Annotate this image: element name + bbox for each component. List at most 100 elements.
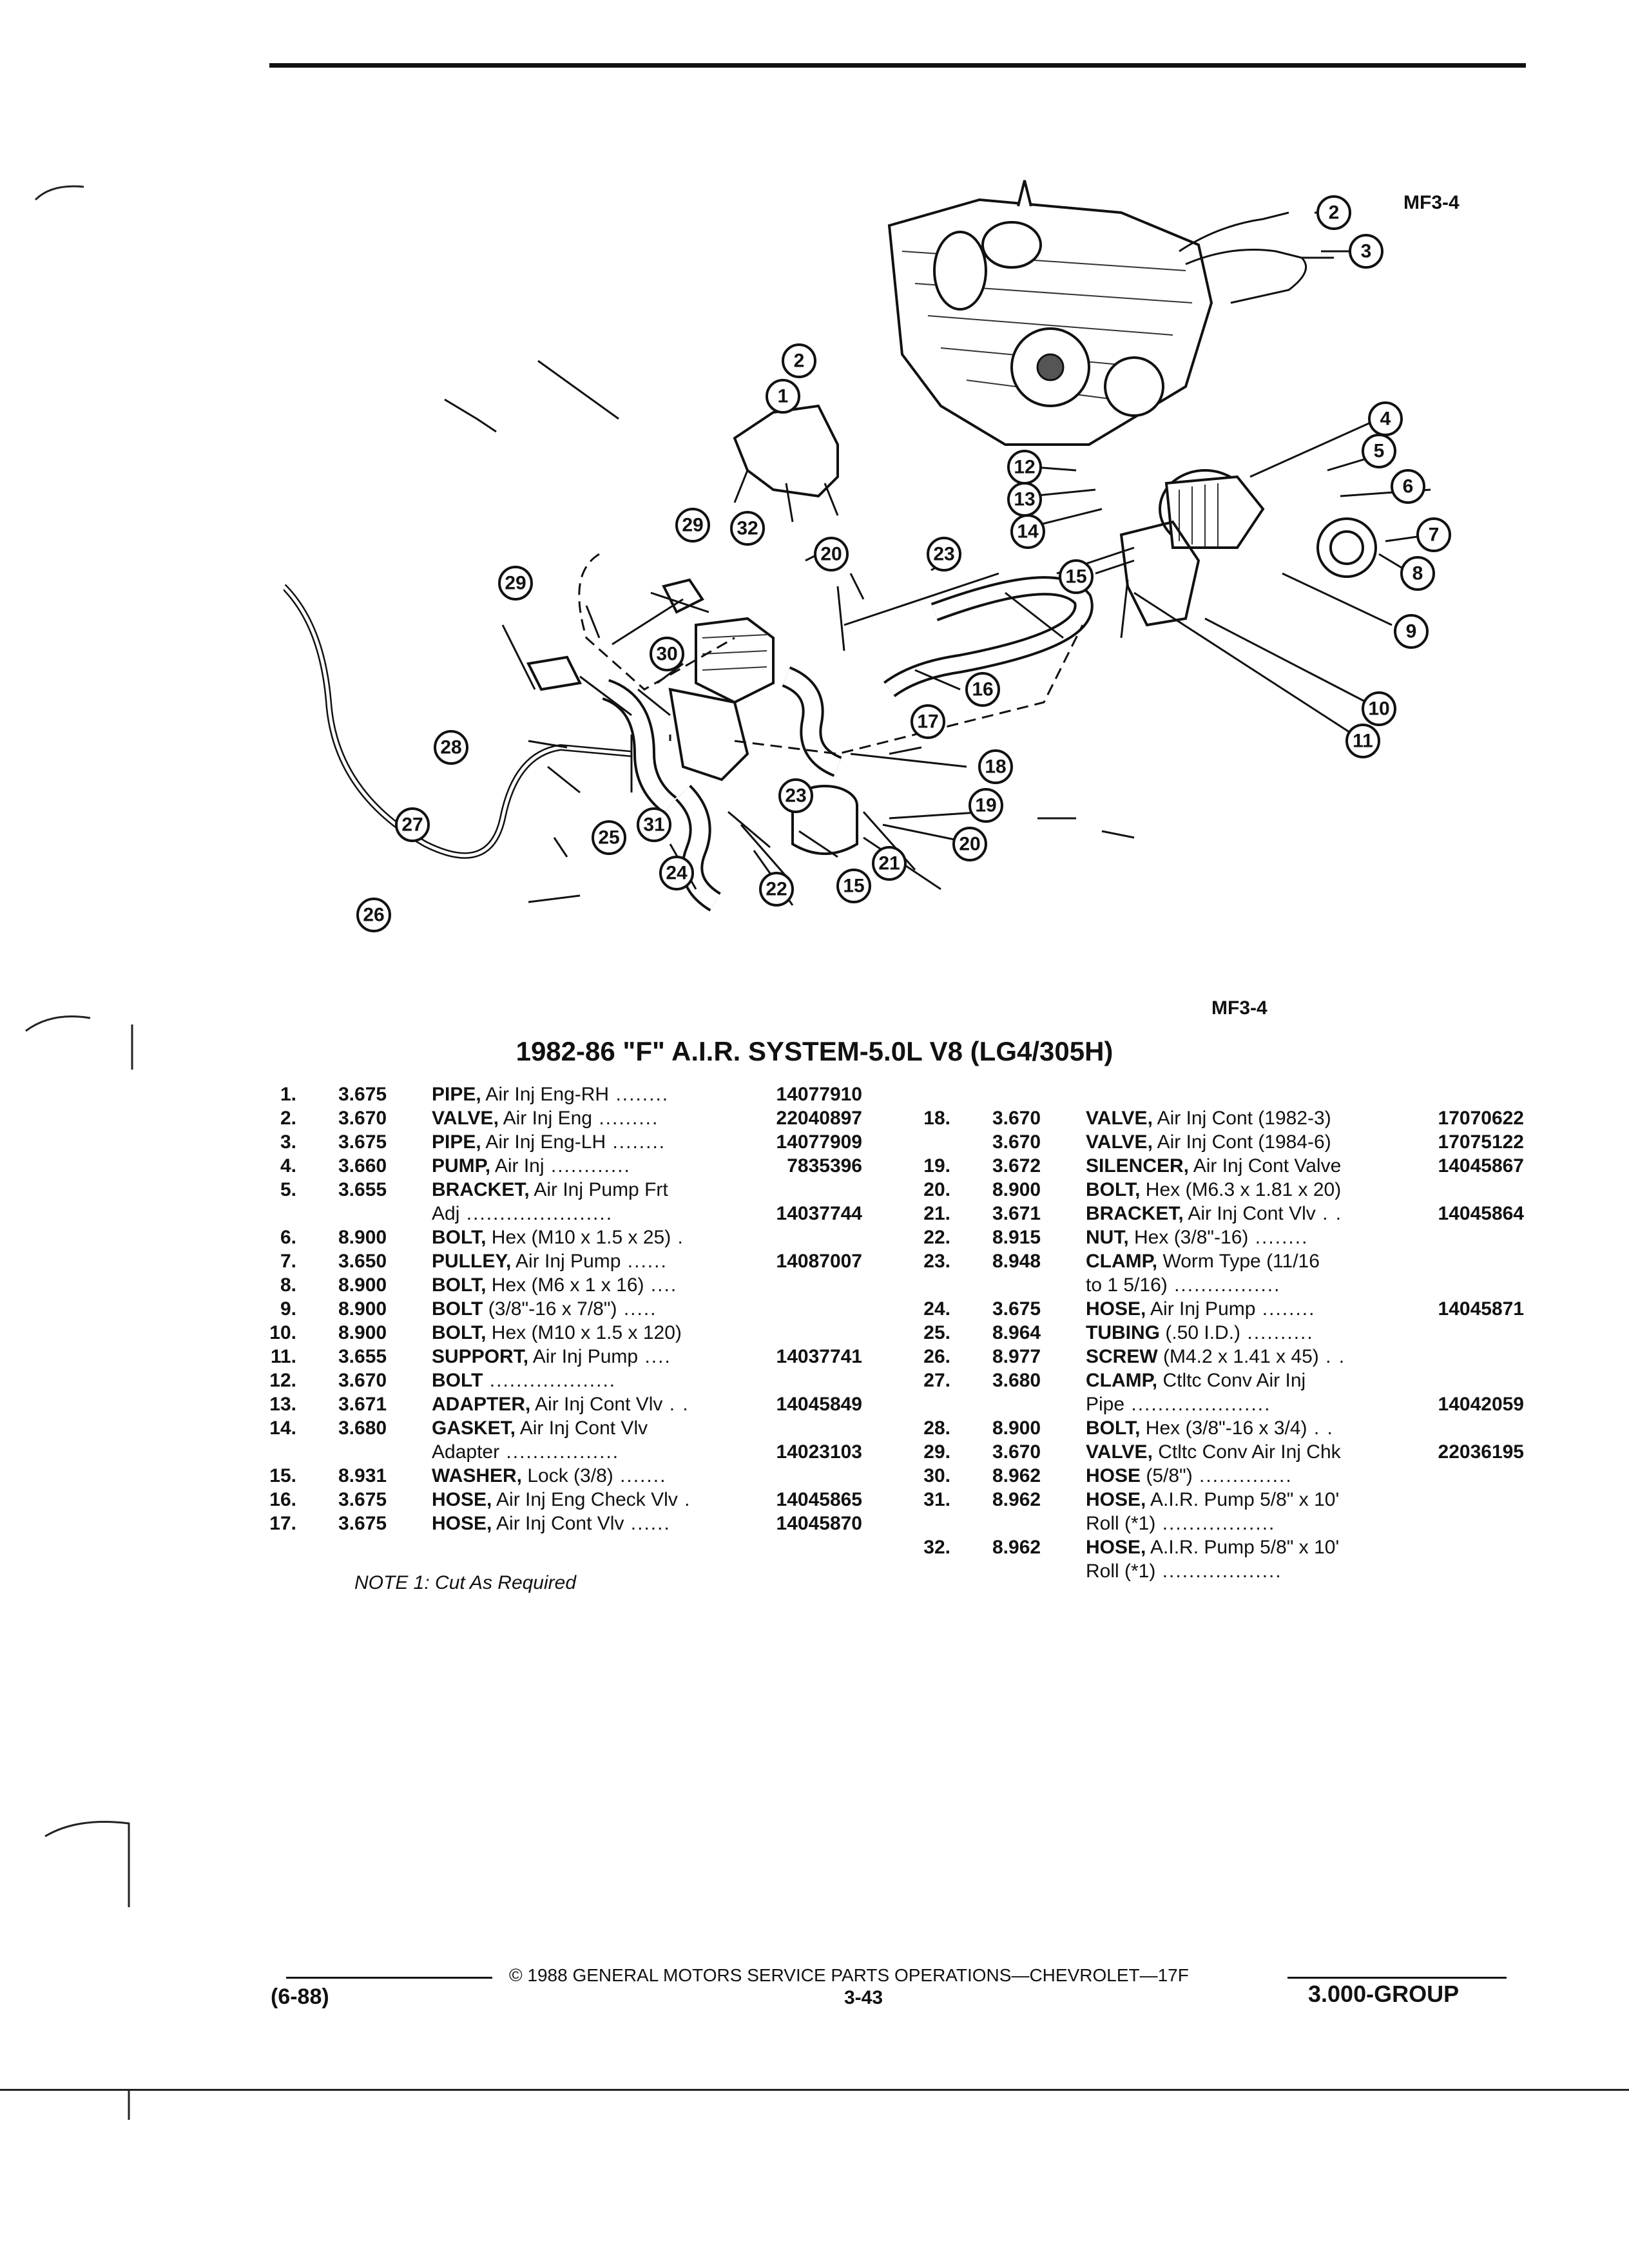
part-description: HOSE, A.I.R. Pump 5/8" x 10'	[1086, 1535, 1339, 1559]
part-description: CLAMP, Ctltc Conv Air Inj	[1086, 1369, 1306, 1392]
part-detail: Ctltc Conv Air Inj Chk	[1152, 1441, 1341, 1463]
svg-text:27: 27	[401, 814, 423, 836]
part-description: SCREW (M4.2 x 1.41 x 45) . .	[1086, 1345, 1345, 1369]
leader-dots: ..........	[1240, 1322, 1314, 1343]
svg-text:2: 2	[1329, 202, 1340, 224]
svg-text:18: 18	[985, 756, 1006, 778]
item-number: 16.	[269, 1489, 296, 1510]
item-number: 27.	[923, 1370, 950, 1391]
part-detail: Adapter	[432, 1441, 500, 1463]
part-number: 14045867	[1438, 1155, 1524, 1177]
parts-row: Pipe .....................14042059	[899, 1392, 1543, 1416]
part-description: HOSE, Air Inj Pump ........	[1086, 1297, 1315, 1321]
part-number: 17070622	[1438, 1108, 1524, 1129]
item-number: 17.	[269, 1513, 296, 1534]
item-number: 32.	[923, 1537, 950, 1558]
svg-text:29: 29	[682, 515, 703, 536]
item-number: 8.	[280, 1274, 296, 1296]
part-name: ADAPTER,	[432, 1394, 531, 1415]
part-name: VALVE,	[1086, 1131, 1153, 1153]
group-code: 3.670	[992, 1441, 1041, 1463]
group-code: 8.948	[992, 1251, 1041, 1272]
part-name: PIPE,	[432, 1131, 481, 1153]
group-code: 3.670	[992, 1131, 1041, 1153]
leader-dots: ........	[1248, 1227, 1309, 1248]
svg-text:31: 31	[643, 814, 664, 836]
part-name: BRACKET,	[432, 1179, 530, 1200]
item-number: 6.	[280, 1227, 296, 1248]
leader-dots: .....	[617, 1298, 657, 1320]
note: NOTE 1: Cut As Required	[354, 1572, 577, 1593]
part-detail: Air Inj Cont Vlv	[516, 1418, 648, 1439]
svg-text:12: 12	[1014, 457, 1035, 478]
copyright: © 1988 GENERAL MOTORS SERVICE PARTS OPER…	[509, 1965, 1189, 1985]
part-description: BOLT, Hex (M6 x 1 x 16) ....	[432, 1273, 677, 1297]
svg-text:10: 10	[1368, 698, 1389, 720]
leader-dots: ....	[644, 1274, 678, 1296]
group-code: 8.964	[992, 1322, 1041, 1343]
part-detail: to 1 5/16)	[1086, 1274, 1168, 1296]
part-description: BRACKET, Air Inj Pump Frt	[432, 1178, 668, 1202]
part-name: BOLT,	[1086, 1179, 1141, 1200]
leader-dots: .......	[613, 1465, 667, 1486]
part-detail: Air Inj Cont Valve	[1189, 1155, 1342, 1177]
part-name: GASKET,	[432, 1418, 516, 1439]
part-name: HOSE,	[432, 1513, 492, 1534]
item-number: 22.	[923, 1227, 950, 1248]
group-code: 3.670	[338, 1370, 387, 1391]
item-number: 23.	[923, 1251, 950, 1272]
leader-dots: .................	[1155, 1513, 1276, 1534]
part-description: SILENCER, Air Inj Cont Valve	[1086, 1154, 1341, 1178]
svg-text:8: 8	[1412, 563, 1423, 584]
part-name: SILENCER,	[1086, 1155, 1190, 1177]
part-number: 14077910	[776, 1084, 862, 1105]
svg-text:14: 14	[1017, 521, 1039, 543]
group-code: 3.671	[992, 1203, 1041, 1224]
part-number: 22036195	[1438, 1441, 1524, 1463]
part-detail: Air Inj Eng Check Vlv	[492, 1489, 678, 1510]
item-number: 13.	[269, 1394, 296, 1415]
leader-dots: .	[671, 1227, 684, 1248]
group-code: 3.650	[338, 1251, 387, 1272]
group-code: 3.675	[338, 1131, 387, 1153]
item-number: 5.	[280, 1179, 296, 1200]
svg-text:11: 11	[1353, 731, 1373, 752]
part-name: PIPE,	[432, 1084, 481, 1105]
part-detail: Air Inj Cont Vlv	[1183, 1203, 1316, 1224]
leader-dots: ......................	[459, 1203, 613, 1224]
part-description: HOSE, A.I.R. Pump 5/8" x 10'	[1086, 1488, 1339, 1512]
group-code: 8.915	[992, 1227, 1041, 1248]
svg-text:6: 6	[1403, 476, 1414, 497]
item-number: 24.	[923, 1298, 950, 1320]
group-code: 3.675	[338, 1489, 387, 1510]
group-code: 3.670	[992, 1108, 1041, 1129]
leader-dots: .....................	[1124, 1394, 1271, 1415]
part-name: BRACKET,	[1086, 1203, 1184, 1224]
part-name: VALVE,	[432, 1108, 499, 1129]
leader-dots: ............	[544, 1155, 631, 1177]
part-name: TUBING	[1086, 1322, 1160, 1343]
bottom-rule	[0, 2089, 1629, 2091]
part-description: VALVE, Ctltc Conv Air Inj Chk	[1086, 1440, 1341, 1464]
svg-text:1: 1	[778, 386, 789, 407]
part-detail: Air Inj Pump	[511, 1251, 621, 1272]
part-description: BOLT, Hex (3/8"-16 x 3/4) . .	[1086, 1416, 1334, 1440]
part-number: 14045871	[1438, 1298, 1524, 1320]
part-description: BOLT (3/8"-16 x 7/8") .....	[432, 1297, 657, 1321]
group-number: 3.000-GROUP	[1308, 1981, 1460, 2007]
part-name: VALVE,	[1086, 1108, 1153, 1129]
group-code: 8.900	[338, 1298, 387, 1320]
group-code: 3.680	[992, 1370, 1041, 1391]
